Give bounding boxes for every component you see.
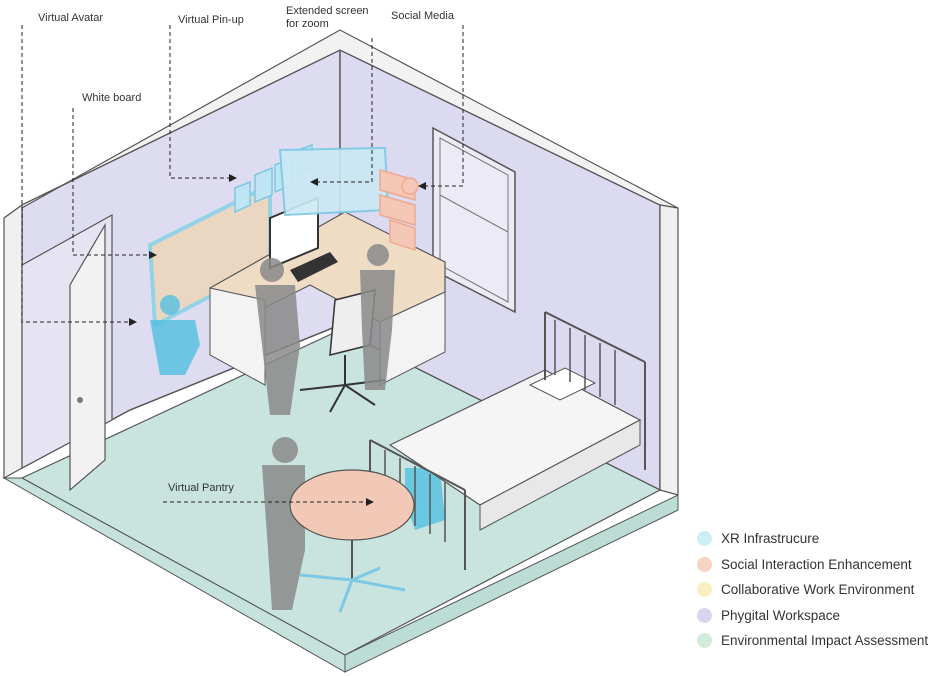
legend-item-collaborative-work: Collaborative Work Environment [697,577,928,603]
legend-item-environmental-impact: Environmental Impact Assessment [697,628,928,654]
legend-swatch [697,607,712,623]
legend-swatch [697,633,712,649]
legend-swatch [697,582,712,598]
legend-item-phygital-workspace: Phygital Workspace [697,603,928,629]
callout-virtual-avatar: Virtual Avatar [38,12,104,24]
callout-virtual-pinup: Virtual Pin-up [178,14,244,26]
callout-leaders [21,25,464,506]
legend-label: Phygital Workspace [721,607,841,623]
legend-label: XR Infrastrucure [721,531,820,547]
callout-extended-screen: Extended screen for zoom [286,5,369,30]
legend-swatch [697,531,712,547]
legend-swatch [697,556,712,572]
callout-virtual-pantry: Virtual Pantry [168,482,234,494]
legend-item-social-interaction: Social Interaction Enhancement [697,552,928,578]
callout-social-media: Social Media [391,10,454,22]
legend-label: Environmental Impact Assessment [721,633,929,649]
window [432,126,516,314]
social-media-panels [379,169,419,252]
door [21,213,113,492]
legend-label: Social Interaction Enhancement [721,556,912,572]
legend-label: Collaborative Work Environment [721,582,915,598]
pantry-table [289,469,415,613]
legend-item-xr-infrastructure: XR Infrastrucure [697,526,928,552]
legend: XR Infrastrucure Social Interaction Enha… [697,526,928,654]
callout-white-board: White board [82,92,142,104]
